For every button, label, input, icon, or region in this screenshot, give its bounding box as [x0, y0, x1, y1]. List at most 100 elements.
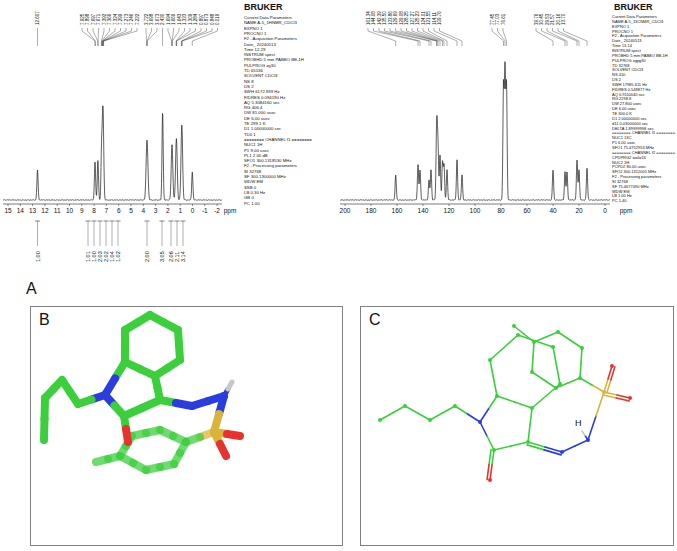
wireframe-bond — [544, 450, 561, 455]
wireframe-bond — [557, 366, 561, 385]
wireframe-bond — [582, 431, 585, 436]
peak-label: 109.76 — [437, 11, 442, 25]
peak-leader-line — [368, 28, 396, 46]
atom-dot — [495, 394, 499, 398]
peak-leader-line — [542, 28, 566, 46]
peak-label: 124.01 — [421, 11, 426, 25]
wireframe-bond — [532, 357, 533, 372]
wireframe-bond — [562, 446, 575, 452]
integral-value: 3.05 — [159, 251, 165, 262]
acquisition-parameter: PULPROG zg30 — [244, 63, 276, 68]
axis-unit: ppm — [620, 207, 633, 214]
wireframe-bond — [504, 335, 518, 348]
acquisition-parameter: SOLVENT CDCl3 — [244, 73, 278, 78]
wireframe-bond — [468, 414, 481, 422]
brand-logo: BRUKER — [244, 2, 283, 12]
acquisition-parameter: GB 0 — [244, 195, 254, 200]
stick-bond — [227, 434, 240, 436]
axis-tick-mark — [131, 204, 132, 206]
wireframe-bond — [518, 335, 536, 341]
stick-bond — [155, 376, 158, 388]
acquisition-parameter: NUC1 1H — [244, 142, 262, 147]
wireframe-bond — [489, 396, 498, 409]
peak-label: 0.848 — [210, 14, 215, 25]
proton-ppm-axis — [3, 204, 222, 205]
atom-dot — [551, 345, 555, 349]
peak-label: 128.25 — [404, 11, 409, 25]
stick-bond — [121, 330, 129, 346]
wireframe-bond — [443, 406, 456, 413]
acquisition-parameter: Current Data Parameters — [244, 15, 292, 20]
wireframe-bond — [490, 465, 492, 480]
peak-label: 129.08 — [399, 11, 404, 25]
wireframe-bond — [570, 340, 582, 348]
peak-leader-line — [536, 28, 553, 46]
atom-dot — [516, 333, 520, 337]
wireframe-bond — [515, 402, 533, 408]
integral-bracket — [100, 221, 101, 246]
peak-label: 2.430 — [160, 14, 165, 25]
atom-dot — [453, 404, 457, 408]
stick-bond — [228, 382, 232, 389]
integral-bracket — [162, 221, 163, 246]
axis-tick-mark — [94, 204, 95, 206]
axis-tick: 40 — [549, 207, 556, 214]
acquisition-parameter: DS 2 — [244, 84, 254, 89]
peak-leader-line — [88, 28, 96, 46]
acquisition-parameter: NS 8 — [244, 79, 254, 84]
atom-dot — [488, 358, 492, 362]
acquisition-parameter: INSTRUM spect — [244, 52, 275, 57]
axis-tick: 6 — [117, 207, 121, 214]
acquisition-parameter: LB 0.30 Hz — [244, 190, 265, 195]
atom-dot — [532, 340, 536, 344]
peak-label: 135.50 — [382, 11, 387, 25]
peak-label: 7.222 — [135, 14, 140, 25]
peak-label: 0.019 — [215, 14, 220, 25]
axis-tick-mark — [32, 204, 33, 206]
peak-leader-line — [102, 28, 115, 46]
peak-label: 0.873 — [204, 14, 209, 25]
acquisition-parameter: EXPNO 1 — [244, 26, 263, 31]
acquisition-parameter: Date_ 20240513 — [244, 42, 276, 47]
peak-leader-line — [503, 28, 507, 46]
axis-tick: 7 — [105, 207, 109, 214]
wireframe-bond — [588, 416, 596, 440]
wireframe-bond — [553, 347, 557, 366]
wireframe-bond — [575, 440, 588, 446]
integral-bracket — [37, 221, 38, 246]
wireframe-bond — [617, 395, 630, 398]
wireframe-bond — [380, 413, 393, 420]
wireframe-bond — [580, 378, 592, 385]
wireframe-bond — [497, 396, 515, 402]
axis-tick-mark — [217, 204, 218, 206]
wireframe-bond — [592, 385, 604, 392]
peak-leader-line — [104, 28, 137, 46]
atom-dot — [526, 440, 530, 444]
peak-leader-line — [396, 28, 437, 46]
axis-tick: 180 — [366, 207, 377, 214]
acquisition-parameter: TE 299.1 K — [244, 121, 266, 126]
peak-label: 12.607 — [35, 11, 40, 25]
wireframe-bond — [532, 372, 544, 380]
integral-value: 1.04 — [109, 251, 115, 262]
wireframe-bond — [558, 332, 570, 340]
axis-tick-mark — [579, 204, 580, 206]
axis-tick: 60 — [523, 207, 530, 214]
wireframe-bond — [607, 380, 611, 393]
wireframe-bond — [528, 425, 530, 442]
peak-label: 13.70 — [561, 14, 566, 25]
peak-label: 161.34 — [366, 11, 371, 25]
wireframe-bond — [480, 409, 489, 422]
peak-leader-line — [564, 28, 588, 46]
peak-label: 1.309 — [188, 14, 193, 25]
wireframe-bond — [604, 392, 617, 395]
peak-leader-line — [434, 28, 457, 46]
axis-tick: 13 — [29, 207, 36, 214]
peak-label: 76.61 — [501, 14, 506, 25]
wireframe-bond — [489, 450, 491, 465]
axis-tick: 14 — [17, 207, 24, 214]
peak-label: 7.697 — [91, 14, 96, 25]
atom-dot — [488, 478, 492, 482]
